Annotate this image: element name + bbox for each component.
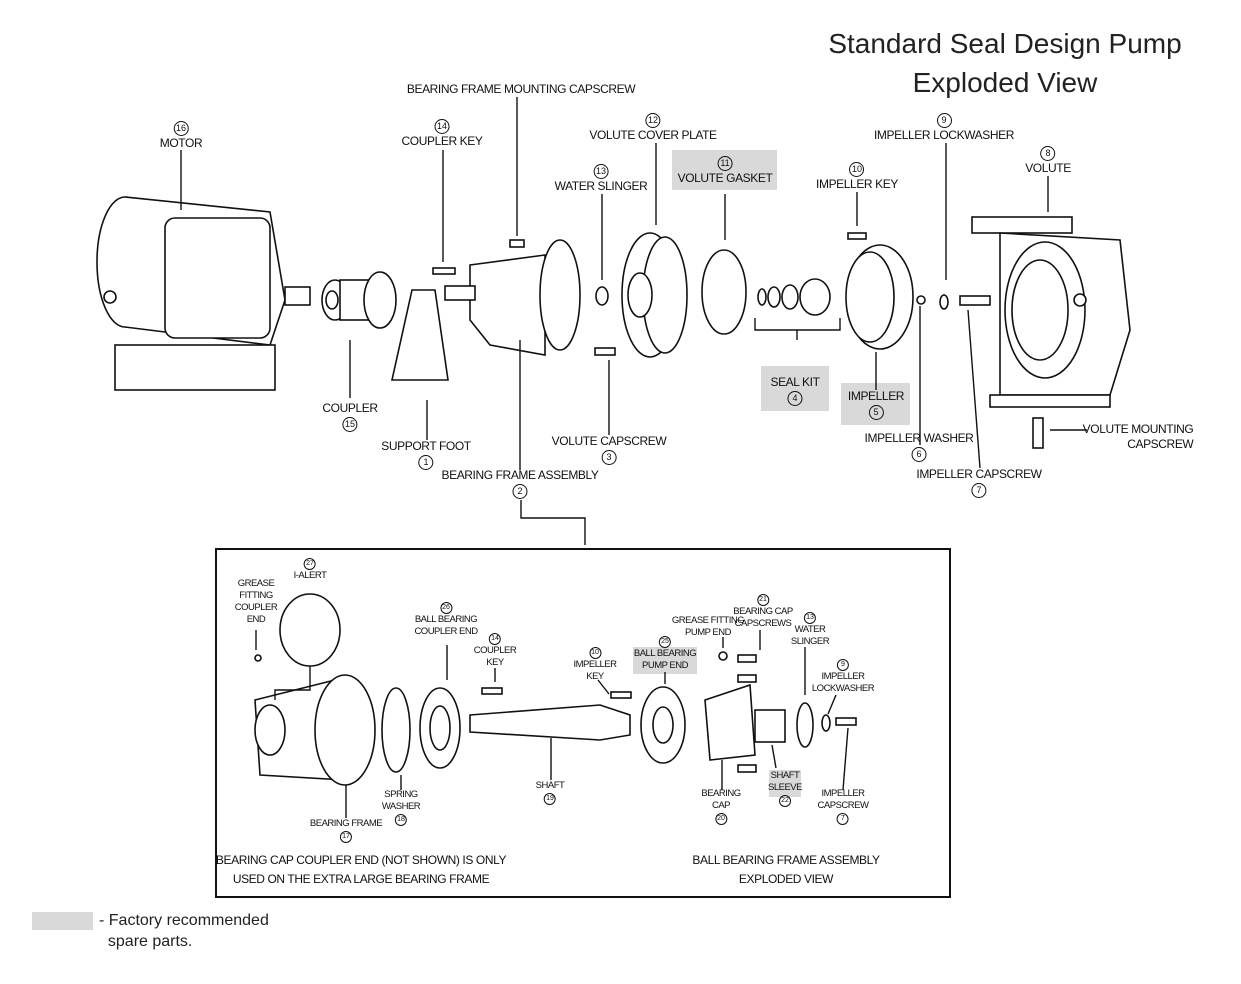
legend-text: - Factory recommended spare parts. bbox=[99, 912, 269, 950]
support-foot-drawing bbox=[391, 289, 449, 381]
volute-cover-plate-drawing bbox=[621, 232, 688, 358]
volute-capscrew-drawing bbox=[594, 347, 616, 356]
spare-highlight-shaft-sleeve bbox=[769, 770, 801, 797]
volute-gasket-drawing bbox=[701, 249, 747, 335]
impeller-lockwasher-drawing bbox=[939, 294, 949, 310]
label-bearing-frame-mounting-capscrew: BEARING FRAME MOUNTING CAPSCREW bbox=[406, 82, 636, 96]
impeller-washer-drawing bbox=[916, 295, 926, 305]
volute-drawing bbox=[971, 216, 1131, 408]
spare-highlight-ball-bearing-pump-end bbox=[633, 647, 697, 674]
title-line-1: Standard Seal Design Pump bbox=[828, 28, 1182, 59]
impeller-drawing bbox=[845, 244, 914, 350]
inset-note-right: BALL BEARING FRAME ASSEMBLY EXPLODED VIE… bbox=[692, 853, 880, 886]
motor-drawing bbox=[96, 196, 311, 391]
leader-arrows bbox=[180, 97, 1087, 545]
inset-label-grease-fitting-pump-end: GREASE FITTING PUMP END bbox=[671, 615, 745, 638]
impeller-capscrew-drawing bbox=[959, 295, 991, 306]
inset-parts-drawing bbox=[254, 593, 857, 786]
inset-frame bbox=[215, 548, 951, 898]
inset-leader-arrows bbox=[255, 630, 849, 818]
title-line-2: Exploded View bbox=[912, 67, 1098, 98]
coupler-key-drawing bbox=[432, 267, 456, 275]
volute-mounting-capscrew-drawing bbox=[1032, 417, 1044, 449]
impeller-key-drawing bbox=[847, 232, 867, 240]
coupler-drawing bbox=[321, 271, 397, 329]
legend-swatch bbox=[32, 912, 93, 930]
seal-kit-drawing bbox=[754, 278, 841, 340]
inset-note-left: BEARING CAP COUPLER END (NOT SHOWN) IS O… bbox=[215, 853, 507, 886]
label-volute-mounting-capscrew: VOLUTE MOUNTING CAPSCREW bbox=[1082, 422, 1194, 451]
bearing-frame-drawing bbox=[444, 239, 581, 356]
water-slinger-drawing bbox=[595, 286, 609, 306]
inset-label-grease-fitting-coupler-end: GREASE FITTING COUPLER END bbox=[234, 578, 278, 625]
